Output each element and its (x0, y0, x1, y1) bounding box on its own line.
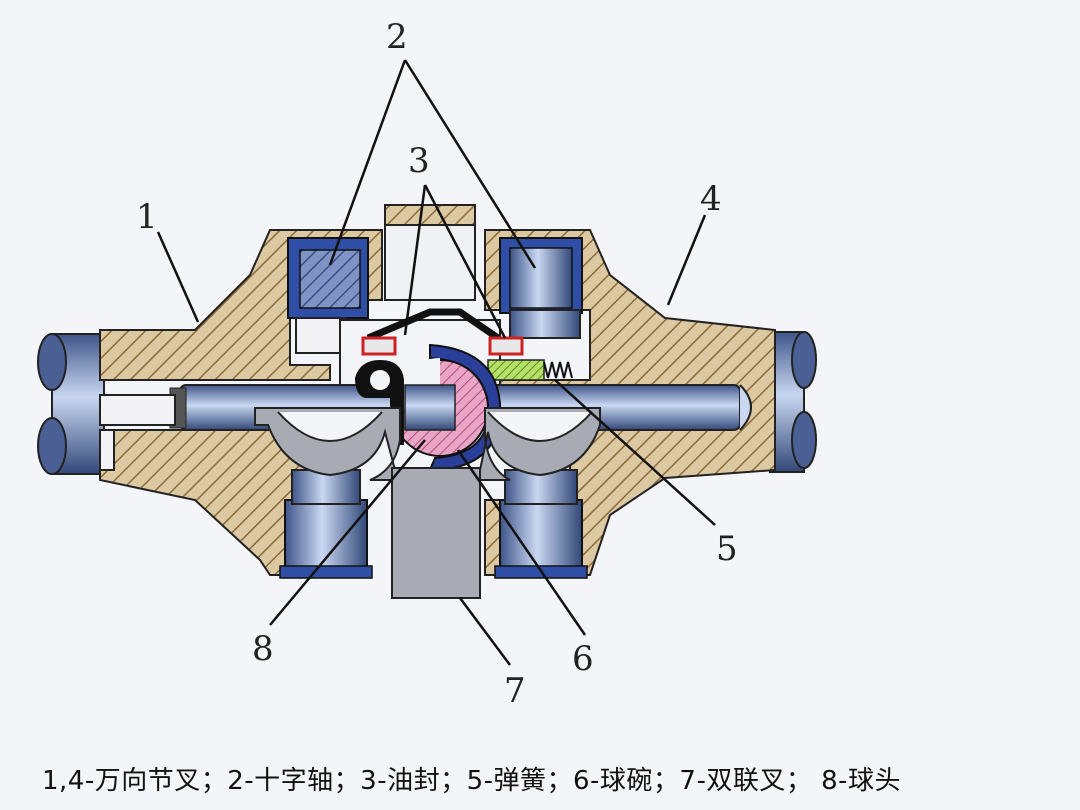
callout-4: 4 (700, 179, 722, 219)
right-shaft (769, 331, 817, 473)
double-yoke-stem (391, 467, 481, 599)
leader-lines (156, 59, 716, 666)
callout-6: 6 (572, 639, 594, 679)
ball-head (390, 358, 489, 457)
bearing-bottom-left (279, 469, 373, 579)
bearing-top-right (499, 237, 583, 339)
parts-legend-caption: 1,4-万向节叉；2-十字轴；3-油封；5-弹簧；6-球碗；7-双联叉； 8-球… (42, 766, 902, 796)
double-yoke-right-notch (487, 411, 593, 442)
callout-8: 8 (252, 629, 274, 669)
callout-7: 7 (504, 671, 526, 711)
top-wedge-body (384, 224, 476, 301)
callout-labels: 2 3 1 4 5 6 7 8 (136, 17, 738, 711)
callout-5: 5 (716, 529, 738, 569)
clip-hole (370, 370, 390, 390)
callout-3: 3 (408, 141, 430, 181)
left-shaft (37, 333, 105, 475)
spring (487, 359, 573, 381)
oil-seal-arch (366, 308, 500, 342)
bearing-top-left (287, 237, 369, 354)
oil-seal-right (488, 336, 524, 356)
callout-2: 2 (386, 17, 408, 57)
callout-1: 1 (136, 197, 158, 237)
double-yoke-left-notch (277, 411, 383, 442)
oil-seal-left (361, 336, 397, 356)
